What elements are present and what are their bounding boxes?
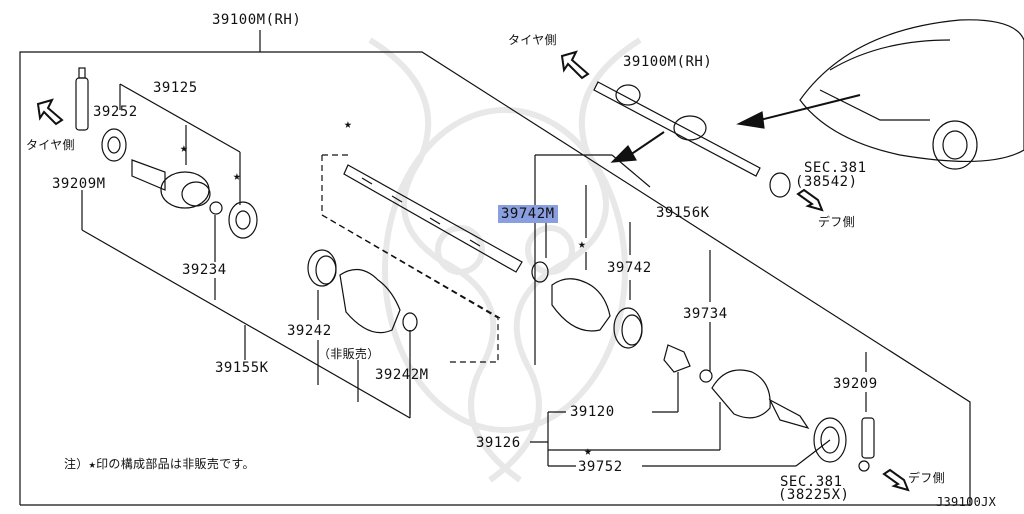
seal-ring-icon [101, 128, 127, 162]
part-label-39752: 39752 [578, 459, 623, 475]
star-icon: ★ [233, 169, 241, 184]
part-label-39126: 39126 [476, 435, 521, 451]
circlip-icon [209, 201, 223, 215]
grease-tube-icon [75, 77, 89, 131]
grease-tube-icon [861, 417, 875, 459]
direction-arrows [36, 50, 910, 492]
part-label-39209: 39209 [833, 376, 878, 392]
section-ref-top: SEC.381 [804, 160, 867, 176]
left-boot-parts [307, 249, 418, 334]
assembly-label-rh-main: 39100M(RH) [212, 12, 302, 28]
seal-ring-icon [769, 172, 791, 198]
arrow-left-tire [36, 98, 64, 126]
car-body-icon [799, 19, 1024, 163]
leader-lines-left [81, 30, 411, 419]
diff-side-label-bottom: デフ側 [908, 471, 945, 485]
assembly-frame [19, 51, 971, 506]
tire-side-label-top: タイヤ側 [508, 33, 557, 47]
ball-cage-icon [228, 201, 258, 239]
right-boot-parts [531, 261, 643, 349]
part-label-39120: 39120 [570, 404, 615, 420]
tripod-icon [663, 344, 691, 373]
stub-shaft-icon [768, 398, 810, 430]
small-shaft-icon [593, 81, 761, 177]
circlip-icon [699, 369, 713, 383]
part-label-39155k: 39155K [215, 360, 269, 376]
assembly-label-rh-small: 39100M(RH) [623, 54, 713, 70]
wheel-icon [932, 120, 978, 170]
part-label-39234: 39234 [182, 262, 227, 278]
part-label-39252: 39252 [93, 104, 138, 120]
arrow-top-tire [560, 50, 590, 80]
part-label-39156k: 39156K [656, 205, 710, 221]
section-ref-bottom: SEC.381 [780, 474, 843, 490]
drive-shaft [343, 164, 523, 273]
section-ref-top-code: (38542) [795, 174, 858, 190]
boot-icon [339, 269, 401, 334]
star-icon: ★ [180, 141, 188, 156]
star-icon: ★ [344, 117, 352, 132]
part-label-39742: 39742 [607, 260, 652, 276]
part-label-39209m: 39209M [52, 176, 106, 192]
not-sold-label: （非販売） [318, 347, 380, 361]
not-sold-dashed-box [321, 154, 501, 363]
circlip-icon [858, 460, 870, 472]
small-band-icon [531, 261, 549, 283]
boot-icon [551, 278, 611, 332]
part-label-39242m: 39242M [375, 367, 429, 383]
part-label-39125: 39125 [153, 80, 198, 96]
inner-joint-housing-icon [711, 369, 771, 419]
watermark-emblem [368, 37, 642, 483]
shaft-icon [343, 164, 523, 273]
tire-side-label-left: タイヤ側 [26, 138, 75, 152]
spline-shaft-icon [131, 159, 166, 191]
arrow-diff-top [796, 188, 824, 212]
left-joint-parts [75, 67, 258, 239]
diff-side-label-top: デフ側 [818, 215, 855, 229]
star-icon: ★ [584, 444, 592, 459]
seal-ring-icon [813, 417, 847, 463]
leader-lines-right [530, 185, 867, 467]
part-label-39742m-highlighted[interactable]: 39742M [498, 205, 558, 223]
section-ref-bottom-code: (38225X) [778, 487, 850, 503]
inner-joint-parts [663, 344, 875, 472]
star-icon: ★ [578, 237, 586, 252]
diagram-code: J39100JX [936, 495, 997, 509]
outer-joint-housing-icon [160, 171, 210, 209]
footnote-text: 注）★印の構成部品は非販売です。 [64, 457, 255, 471]
part-label-39734: 39734 [683, 306, 728, 322]
star-markers: ★ ★ ★ ★ ★ [180, 117, 592, 459]
part-label-39242: 39242 [287, 323, 332, 339]
small-band-icon [402, 312, 418, 332]
arrow-diff-bottom [882, 468, 910, 492]
